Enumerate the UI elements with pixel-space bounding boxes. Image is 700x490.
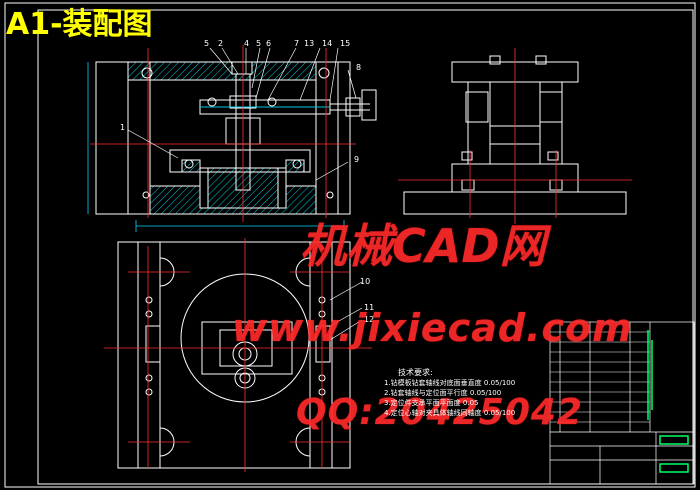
part-number-label: 1 (120, 123, 125, 132)
front-view-dimension (87, 62, 345, 232)
part-number-label: 2 (218, 39, 223, 48)
top-view-centerlines (104, 238, 372, 472)
watermark-site-name: 机械CAD网 (300, 219, 546, 273)
part-number-label: 8 (356, 63, 361, 72)
technical-requirement-line: 2.钻套轴线与定位面平行度 0.05/100 (384, 389, 502, 397)
part-number-label: 15 (340, 39, 350, 48)
title-block-rows (550, 331, 650, 423)
technical-requirement-line: 1.钻模板钻套轴线对底面垂直度 0.05/100 (384, 379, 516, 387)
watermark-url: www.jixiecad.com (232, 306, 633, 350)
part-number-label: 5 (256, 39, 261, 48)
front-view-leaders (127, 47, 357, 181)
drawing-title: A1-装配图 (6, 7, 153, 42)
technical-requirement-line: 3.定位件支承平面平面度 0.05 (384, 399, 479, 407)
side-view-centerlines (398, 48, 632, 224)
watermark-qq: QQ:20425042 (296, 392, 583, 433)
drawing-inner-border (37, 9, 694, 485)
title-block-accent (647, 330, 689, 473)
part-number-label: 11 (364, 303, 374, 312)
part-number-label: 7 (294, 39, 299, 48)
part-number-label: 5 (204, 39, 209, 48)
top-view-leaders (329, 281, 363, 341)
technical-requirements: 技术要求: 1.钻模板钻套轴线对底面垂直度 0.05/100 2.钻套轴线与定位… (384, 368, 554, 418)
technical-requirements-title: 技术要求: (398, 368, 433, 377)
technical-requirement-line: 4.定位心轴对夹具体轴线同轴度 0.05/100 (384, 409, 516, 417)
part-number-label: 6 (266, 39, 271, 48)
front-view (95, 61, 377, 215)
title-block (549, 321, 695, 485)
part-number-label: 10 (360, 277, 370, 286)
part-number-label: 12 (364, 315, 374, 324)
part-number-labels: 5 2 4 5 6 7 13 14 15 8 1 9 10 11 12 (120, 39, 374, 324)
part-number-label: 14 (322, 39, 332, 48)
part-number-label: 4 (244, 39, 249, 48)
part-number-label: 9 (354, 155, 359, 164)
drawing-frame (4, 2, 696, 488)
part-number-label: 13 (304, 39, 314, 48)
front-view-centerlines (90, 45, 356, 222)
